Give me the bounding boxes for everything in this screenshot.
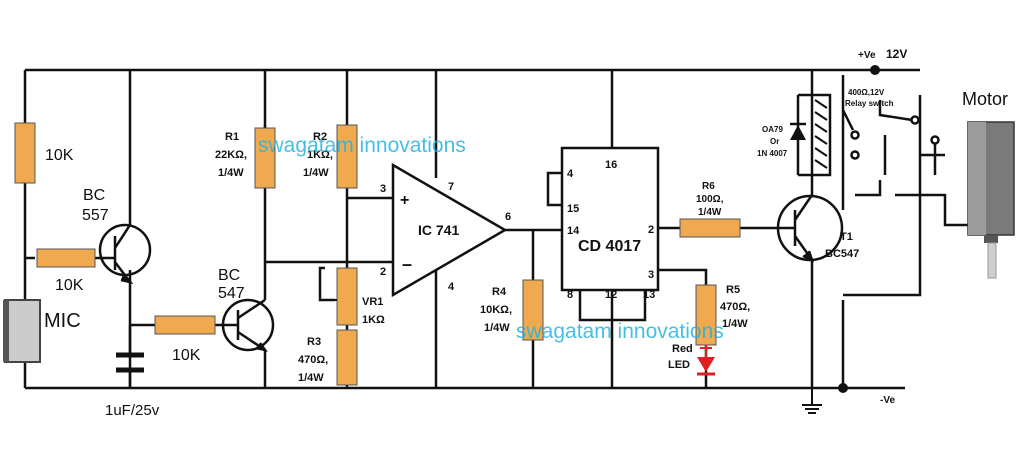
label-motor: Motor — [962, 89, 1008, 109]
label-cd-pin12: 12 — [605, 289, 617, 301]
watermark-bottom: swagatam innovations — [516, 320, 724, 343]
label-bc547-a: BC — [218, 267, 240, 284]
label-cd-pin14: 14 — [567, 225, 580, 237]
label-bc557-a: BC — [83, 187, 105, 204]
label-r2-c: 1/4W — [303, 167, 329, 179]
label-capacitor: 1uF/25v — [105, 402, 160, 419]
microphone — [3, 299, 41, 363]
opamp-ic741 — [391, 162, 508, 298]
label-10k-base: 10K — [172, 347, 201, 364]
label-r4-b: 10KΩ, — [480, 304, 512, 316]
diode-oa79 — [790, 93, 812, 177]
label-cd-pin13: 13 — [643, 289, 655, 301]
label-cd4017: CD 4017 — [578, 238, 641, 255]
transistor-t1 — [776, 194, 844, 263]
label-supply-volt: 12V — [886, 47, 907, 61]
label-pin3: 3 — [380, 183, 386, 195]
relay-coil — [810, 93, 832, 177]
label-vr1-a: VR1 — [362, 296, 383, 308]
relay-switch — [841, 100, 940, 160]
resistor-r2 — [336, 124, 358, 189]
resistor-10k-top — [14, 122, 36, 184]
label-r1-b: 22KΩ, — [215, 149, 247, 161]
label-r2-b: 1KΩ, — [307, 149, 333, 161]
ground-symbol — [802, 388, 822, 414]
resistor-r6 — [679, 218, 741, 238]
label-pin4: 4 — [448, 281, 455, 293]
resistor-r4 — [522, 279, 544, 341]
label-cd-pin8: 8 — [567, 289, 573, 301]
label-r2-a: R2 — [313, 131, 327, 143]
label-diode-b: Or — [770, 137, 779, 146]
label-bc557-b: 557 — [82, 207, 109, 224]
label-cd-pin3: 3 — [648, 269, 654, 281]
label-r6-c: 1/4W — [698, 207, 722, 218]
ic-cd4017 — [560, 146, 660, 292]
label-minus: – — [402, 254, 412, 274]
label-cd-pin16: 16 — [605, 159, 617, 171]
label-10k-top: 10K — [45, 147, 74, 164]
label-r6-a: R6 — [702, 181, 715, 192]
label-r4-c: 1/4W — [484, 322, 510, 334]
transistor-bc547 — [221, 298, 275, 352]
label-ic741: IC 741 — [418, 222, 459, 238]
label-r3-b: 470Ω, — [298, 354, 328, 366]
label-r3-c: 1/4W — [298, 372, 324, 384]
motor — [967, 121, 1015, 279]
label-plus: + — [400, 192, 409, 209]
label-supply-neg: -Ve — [880, 395, 895, 406]
label-relay-b: Relay switch — [845, 99, 894, 108]
resistor-r3 — [336, 329, 358, 386]
resistor-10k-mid — [36, 248, 96, 268]
label-bc547-b: 547 — [218, 285, 245, 302]
wires — [23, 68, 968, 390]
transistor-bc557 — [98, 223, 152, 285]
positive-terminal — [870, 65, 880, 75]
label-pin7: 7 — [448, 181, 454, 193]
label-r5-a: R5 — [726, 284, 740, 296]
label-mic: MIC — [44, 310, 81, 332]
potentiometer-vr1 — [336, 267, 358, 326]
label-vr1-b: 1KΩ — [362, 314, 385, 326]
resistor-r1 — [254, 127, 276, 189]
label-led-a: Red — [672, 343, 693, 355]
label-relay-a: 400Ω,12V — [848, 88, 885, 97]
label-r3-a: R3 — [307, 336, 321, 348]
watermark-top: swagatam innovations — [258, 134, 466, 157]
label-r5-b: 470Ω, — [720, 301, 750, 313]
label-10k-mid: 10K — [55, 277, 84, 294]
label-r1-c: 1/4W — [218, 167, 244, 179]
label-cd-pin4: 4 — [567, 168, 574, 180]
label-r6-b: 100Ω, — [696, 194, 724, 205]
labels: 10K 10K 10K BC 557 BC 547 MIC 1uF/25v R1… — [44, 47, 1008, 419]
red-led — [697, 345, 715, 376]
label-supply-pos: +Ve — [858, 50, 876, 61]
label-r5-c: 1/4W — [722, 318, 748, 330]
label-t1-a: T1 — [840, 231, 853, 243]
negative-node — [838, 383, 848, 393]
label-pin2: 2 — [380, 266, 386, 278]
capacitor-1uf — [116, 325, 144, 388]
resistor-10k-base — [154, 315, 216, 335]
label-pin6: 6 — [505, 211, 511, 223]
label-r4-a: R4 — [492, 286, 507, 298]
label-r1-a: R1 — [225, 131, 239, 143]
label-diode-c: 1N 4007 — [757, 149, 788, 158]
label-diode-a: OA79 — [762, 125, 783, 134]
label-led-b: LED — [668, 359, 690, 371]
label-cd-pin15: 15 — [567, 203, 579, 215]
label-t1-b: BC547 — [825, 248, 859, 260]
label-cd-pin2: 2 — [648, 224, 654, 236]
